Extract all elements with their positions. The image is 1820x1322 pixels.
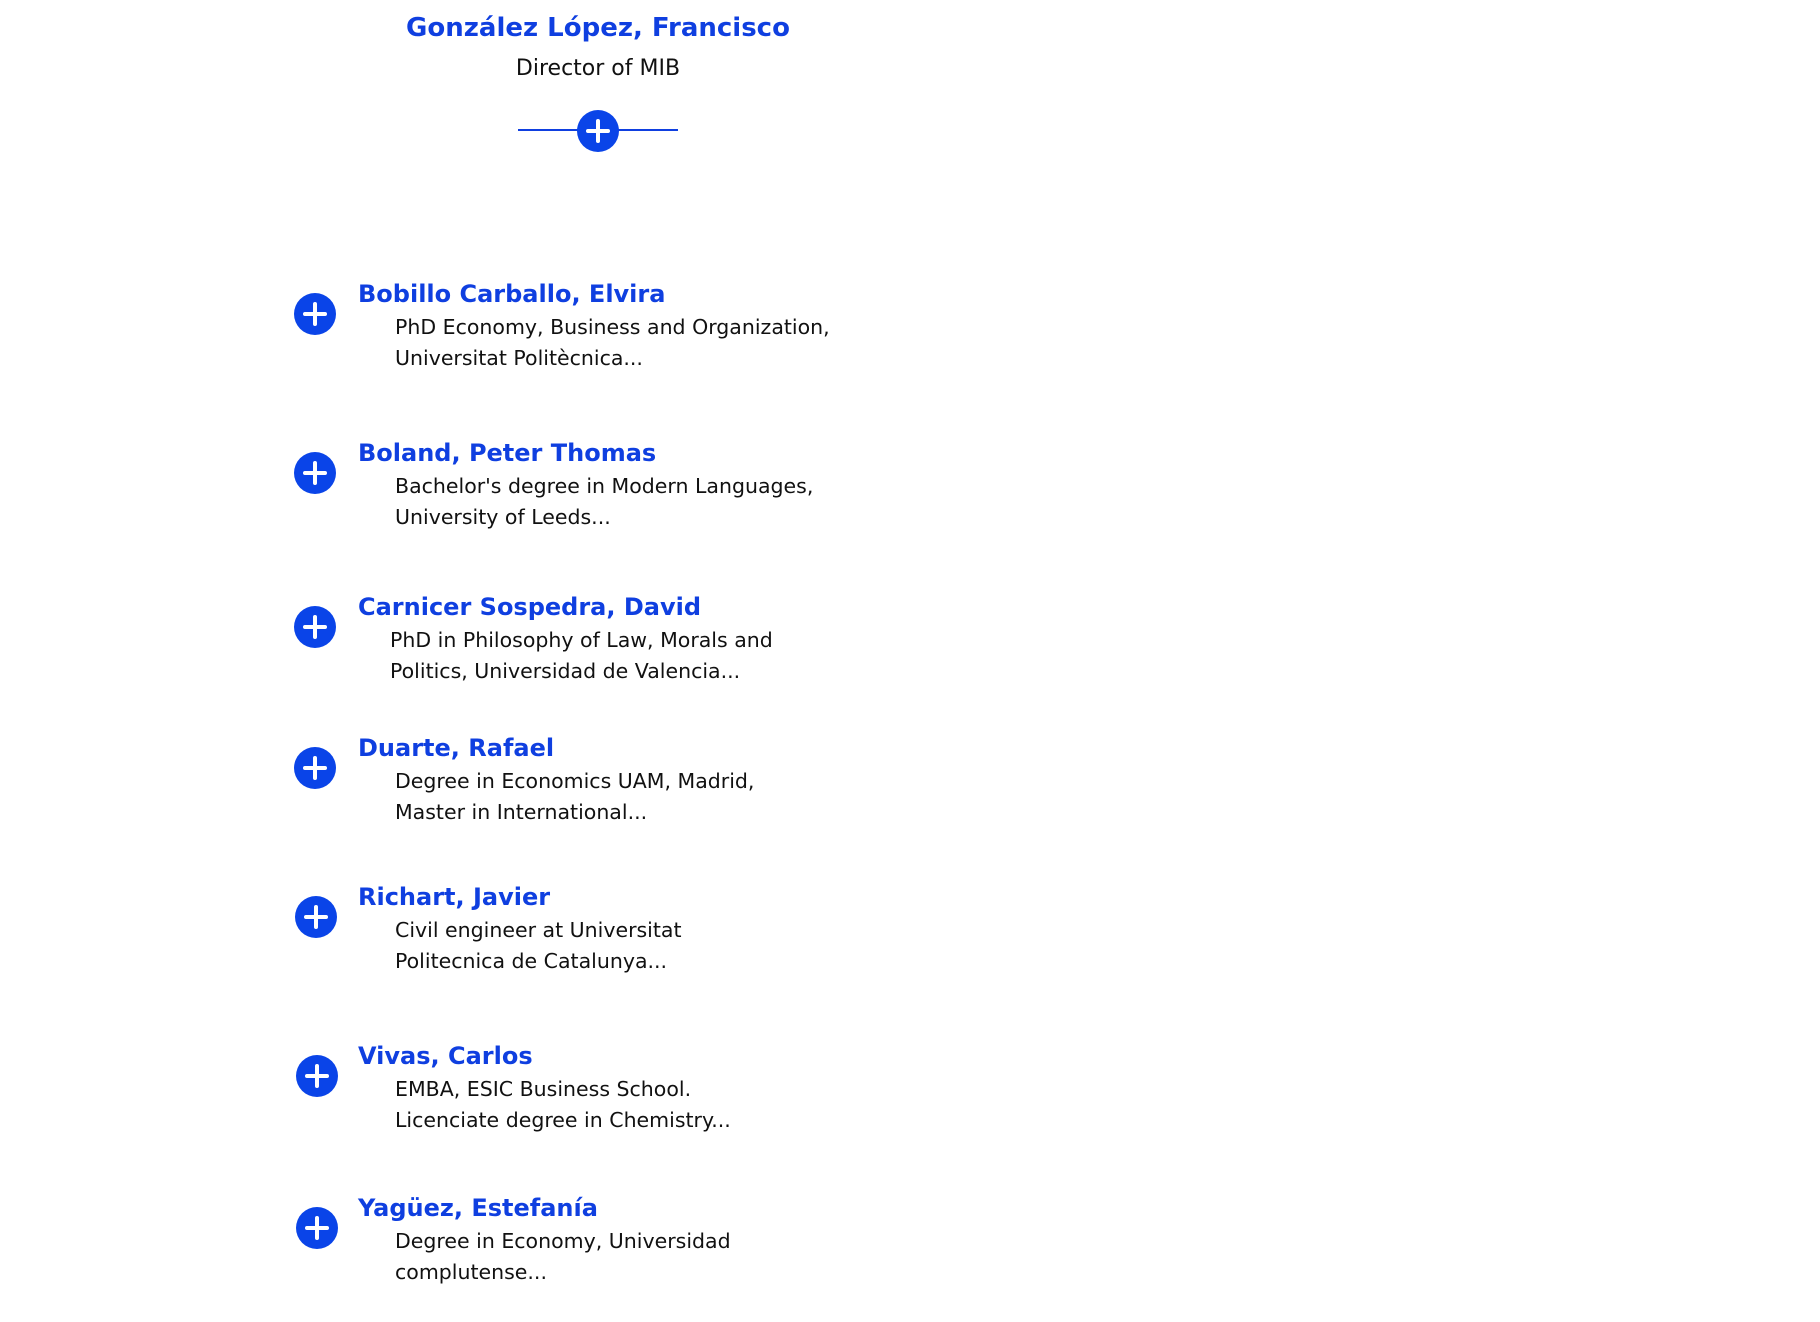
faculty-bio-line: PhD Economy, Business and Organization, (395, 315, 830, 339)
faculty-name[interactable]: Yagüez, Estefanía (358, 1194, 598, 1222)
faculty-item-duarte: Duarte, Rafael Degree in Economics UAM, … (294, 732, 1014, 862)
faculty-name[interactable]: Duarte, Rafael (358, 734, 555, 762)
faculty-item-boland: Boland, Peter Thomas Bachelor's degree i… (294, 437, 1014, 567)
faculty-item-vivas: Vivas, Carlos EMBA, ESIC Business School… (294, 1040, 1014, 1170)
director-role: Director of MIB (515, 56, 681, 81)
faculty-item-carnicer: Carnicer Sospedra, David PhD in Philosop… (294, 591, 1014, 721)
faculty-bio-line: Civil engineer at Universitat (395, 918, 682, 942)
director-name[interactable]: González López, Francisco (406, 13, 790, 43)
faculty-bio-line: complutense... (395, 1260, 547, 1284)
faculty-bio-line: EMBA, ESIC Business School. (395, 1077, 692, 1101)
plus-circle-icon[interactable] (295, 896, 337, 938)
plus-circle-icon[interactable] (294, 293, 336, 335)
faculty-item-yaguez: Yagüez, Estefanía Degree in Economy, Uni… (294, 1192, 1014, 1322)
faculty-bio: PhD in Philosophy of Law, Morals and Pol… (390, 625, 1010, 687)
faculty-bio-line: Politecnica de Catalunya... (395, 949, 668, 973)
faculty-item-richart: Richart, Javier Civil engineer at Univer… (294, 881, 1014, 1011)
faculty-bio: Degree in Economics UAM, Madrid, Master … (395, 766, 1015, 828)
faculty-name[interactable]: Bobillo Carballo, Elvira (358, 280, 666, 308)
faculty-bio-line: Degree in Economy, Universidad (395, 1229, 731, 1253)
plus-circle-icon[interactable] (294, 452, 336, 494)
faculty-name[interactable]: Boland, Peter Thomas (358, 439, 657, 467)
faculty-bio-line: Bachelor's degree in Modern Languages, (395, 474, 814, 498)
faculty-name[interactable]: Vivas, Carlos (358, 1042, 533, 1070)
plus-circle-icon[interactable] (296, 1207, 338, 1249)
faculty-bio-line: PhD in Philosophy of Law, Morals and (390, 628, 773, 652)
plus-circle-icon[interactable] (577, 110, 619, 152)
faculty-bio: Degree in Economy, Universidad compluten… (395, 1226, 1015, 1288)
plus-circle-icon[interactable] (294, 747, 336, 789)
director-card: González López, Francisco Director of MI… (330, 10, 866, 84)
faculty-bio: EMBA, ESIC Business School. Licenciate d… (395, 1074, 1015, 1136)
faculty-bio: Bachelor's degree in Modern Languages, U… (395, 471, 1015, 533)
faculty-bio-line: Master in International... (395, 800, 648, 824)
plus-circle-icon[interactable] (296, 1055, 338, 1097)
faculty-bio-line: Politics, Universidad de Valencia... (390, 659, 741, 683)
faculty-name[interactable]: Carnicer Sospedra, David (358, 593, 702, 621)
faculty-bio-line: University of Leeds... (395, 505, 611, 529)
plus-circle-icon[interactable] (294, 606, 336, 648)
director-expand-control[interactable] (518, 110, 678, 152)
faculty-bio: Civil engineer at Universitat Politecnic… (395, 915, 1015, 977)
faculty-bio-line: Universitat Politècnica... (395, 346, 643, 370)
faculty-name[interactable]: Richart, Javier (358, 883, 551, 911)
faculty-item-bobillo: Bobillo Carballo, Elvira PhD Economy, Bu… (294, 278, 1014, 408)
faculty-bio-line: Licenciate degree in Chemistry... (395, 1108, 731, 1132)
faculty-bio: PhD Economy, Business and Organization, … (395, 312, 1015, 374)
faculty-bio-line: Degree in Economics UAM, Madrid, (395, 769, 755, 793)
